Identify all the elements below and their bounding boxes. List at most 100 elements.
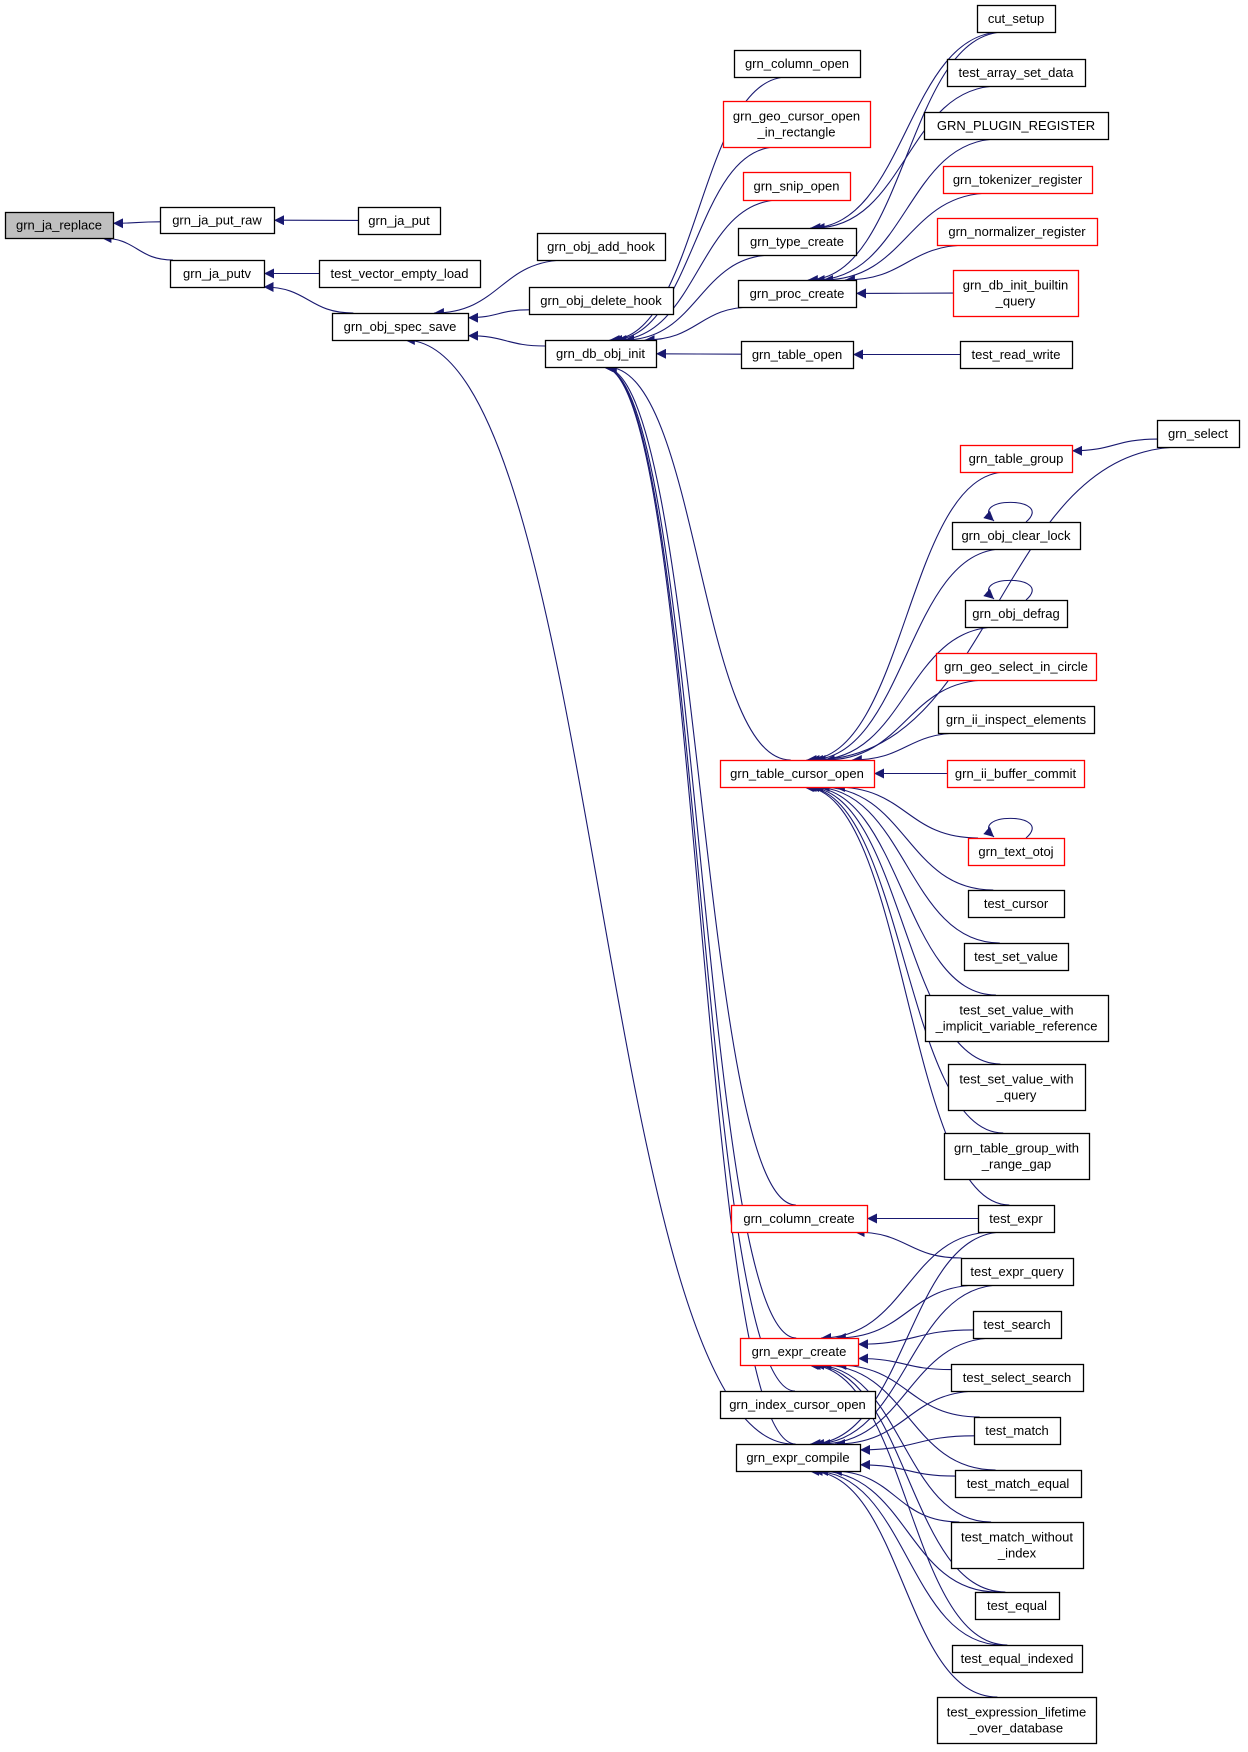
node-test-set-value[interactable]: test_set_value [963, 942, 1070, 972]
node-label: test_equal [987, 1598, 1047, 1613]
node-test-expression-lifetime-over-database[interactable]: test_expression_lifetime_over_database [936, 1696, 1098, 1745]
edge-grn-geo-cursor-open-in-rectangle-to-grn-db-obj-init [611, 146, 777, 345]
edge-grn-expr-compile-to-grn-obj-spec-save [404, 335, 794, 1445]
node-test-match-equal[interactable]: test_match_equal [954, 1469, 1083, 1499]
node-test-equal-indexed[interactable]: test_equal_indexed [951, 1644, 1084, 1674]
node-grn-proc-create[interactable]: grn_proc_create [737, 279, 858, 309]
edge-test-equal-to-grn-expr-compile [817, 1466, 998, 1593]
node-box [950, 1521, 1085, 1570]
node-grn-ii-inspect-elements[interactable]: grn_ii_inspect_elements [937, 705, 1096, 735]
node-test-set-value-with-implicit-variable-reference[interactable]: test_set_value_with_implicit_variable_re… [924, 994, 1110, 1043]
edge-grn-obj-add-hook-to-grn-obj-spec-save [433, 259, 568, 318]
node-box [742, 171, 852, 202]
edge-grn-db-obj-init-to-grn-obj-spec-save [467, 330, 546, 347]
node-box [937, 705, 1096, 735]
node-grn-select[interactable]: grn_select [1156, 419, 1241, 449]
node-box [943, 1132, 1091, 1181]
node-test-cursor[interactable]: test_cursor [967, 889, 1066, 919]
node-label: grn_text_otoj [978, 844, 1053, 859]
edge-test-match-without-index-to-grn-expr-compile [831, 1466, 960, 1523]
node-label: grn_table_group [969, 451, 1064, 466]
node-box [963, 942, 1070, 972]
node-test-search[interactable]: test_search [972, 1310, 1063, 1340]
node-box [964, 599, 1069, 629]
node-test-array-set-data[interactable]: test_array_set_data [946, 58, 1087, 88]
node-box [4, 211, 115, 240]
node-test-match[interactable]: test_match [973, 1416, 1062, 1446]
node-box [737, 227, 858, 257]
node-box [960, 1257, 1075, 1287]
node-grn-type-create[interactable]: grn_type_create [737, 227, 858, 257]
node-test-vector-empty-load[interactable]: test_vector_empty_load [318, 259, 482, 289]
edge-grn-plugin-register-to-grn-proc-create [814, 138, 999, 285]
node-grn-geo-select-in-circle[interactable]: grn_geo_select_in_circle [935, 652, 1098, 682]
edge-test-equal-indexed-to-grn-expr-compile [812, 1466, 1003, 1646]
edge-grn-obj-defrag-to-grn-obj-defrag [983, 579, 1033, 601]
node-grn-snip-open[interactable]: grn_snip_open [742, 171, 852, 202]
edge-grn-text-otoj-to-grn-text-otoj [983, 817, 1033, 839]
node-box [536, 232, 667, 262]
node-box [946, 759, 1086, 789]
node-label: grn_proc_create [750, 286, 845, 301]
node-label: cut_setup [988, 11, 1044, 26]
node-grn-plugin-register[interactable]: GRN_PLUGIN_REGISTER [923, 111, 1110, 141]
node-box [977, 1204, 1056, 1234]
node-grn-table-group[interactable]: grn_table_group [959, 444, 1074, 474]
edge-test-expr-to-grn-table-cursor-open [803, 782, 1010, 1206]
node-cut-setup[interactable]: cut_setup [976, 4, 1057, 34]
node-test-equal[interactable]: test_equal [974, 1591, 1061, 1621]
edge-cut-setup-to-grn-proc-create [807, 31, 1006, 285]
edge-grn-expr-create-to-grn-db-obj-init [603, 362, 797, 1339]
node-test-select-search[interactable]: test_select_search [950, 1363, 1085, 1393]
node-grn-expr-compile[interactable]: grn_expr_compile [735, 1443, 862, 1473]
node-grn-ja-put-raw[interactable]: grn_ja_put_raw [159, 206, 276, 235]
node-label: test_expr_query [970, 1264, 1064, 1279]
node-label: _range_gap [981, 1157, 1051, 1172]
node-grn-expr-create[interactable]: grn_expr_create [739, 1337, 860, 1367]
node-box [331, 312, 470, 342]
node-grn-table-group-with-range-gap[interactable]: grn_table_group_with_range_gap [943, 1132, 1091, 1181]
node-grn-db-init-builtin-query[interactable]: grn_db_init_builtin_query [952, 269, 1080, 318]
edge-grn-text-otoj-to-grn-table-cursor-open [834, 782, 979, 839]
node-grn-obj-spec-save[interactable]: grn_obj_spec_save [331, 312, 470, 342]
node-box [1156, 419, 1241, 449]
node-grn-obj-clear-lock[interactable]: grn_obj_clear_lock [951, 521, 1082, 551]
node-test-expr-query[interactable]: test_expr_query [960, 1257, 1075, 1287]
node-label: test_set_value [974, 949, 1058, 964]
node-test-read-write[interactable]: test_read_write [959, 340, 1074, 370]
node-label: grn_obj_delete_hook [540, 293, 662, 308]
node-grn-column-open[interactable]: grn_column_open [733, 49, 862, 79]
node-box [544, 339, 658, 369]
node-grn-obj-delete-hook[interactable]: grn_obj_delete_hook [528, 286, 675, 316]
node-grn-table-open[interactable]: grn_table_open [740, 340, 855, 370]
node-grn-ii-buffer-commit[interactable]: grn_ii_buffer_commit [946, 759, 1086, 789]
node-label: test_read_write [972, 347, 1061, 362]
node-grn-ja-replace[interactable]: grn_ja_replace [4, 211, 115, 240]
node-box [719, 1390, 877, 1420]
node-grn-ja-putv[interactable]: grn_ja_putv [169, 259, 266, 289]
node-grn-geo-cursor-open-in-rectangle[interactable]: grn_geo_cursor_open_in_rectangle [722, 100, 872, 149]
node-grn-ja-put[interactable]: grn_ja_put [357, 206, 442, 236]
node-grn-text-otoj[interactable]: grn_text_otoj [967, 837, 1066, 867]
edge-grn-column-create-to-grn-db-obj-init [603, 362, 796, 1206]
node-box [942, 165, 1094, 195]
node-grn-table-cursor-open[interactable]: grn_table_cursor_open [719, 759, 876, 789]
node-label: grn_db_obj_init [556, 346, 645, 361]
edge-test-match-to-grn-expr-compile [859, 1435, 975, 1455]
node-box [954, 1469, 1083, 1499]
node-grn-obj-defrag[interactable]: grn_obj_defrag [964, 599, 1069, 629]
node-test-expr[interactable]: test_expr [977, 1204, 1056, 1234]
node-label: test_vector_empty_load [330, 266, 468, 281]
node-box [719, 759, 876, 789]
edge-test-cursor-to-grn-table-cursor-open [819, 782, 994, 891]
node-label: _in_rectangle [756, 125, 835, 140]
node-grn-obj-add-hook[interactable]: grn_obj_add_hook [536, 232, 667, 262]
node-grn-tokenizer-register[interactable]: grn_tokenizer_register [942, 165, 1094, 195]
node-grn-normalizer-register[interactable]: grn_normalizer_register [936, 217, 1099, 247]
node-test-set-value-with-query[interactable]: test_set_value_with_query [947, 1063, 1087, 1112]
node-grn-db-obj-init[interactable]: grn_db_obj_init [544, 339, 658, 369]
node-grn-index-cursor-open[interactable]: grn_index_cursor_open [719, 1390, 877, 1420]
node-grn-column-create[interactable]: grn_column_create [730, 1204, 869, 1234]
node-test-match-without-index[interactable]: test_match_without_index [950, 1521, 1085, 1570]
node-box [357, 206, 442, 236]
